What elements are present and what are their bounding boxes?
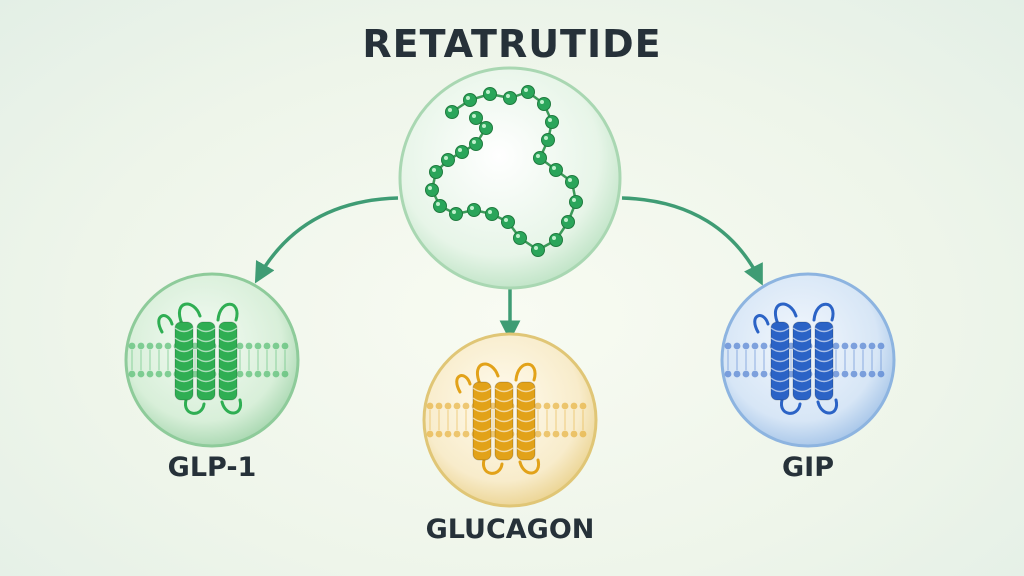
glucagon-label: GLUCAGON (425, 514, 595, 545)
glp1-receptor-icon (128, 302, 289, 415)
gip-label: GIP (782, 452, 834, 483)
peptide-circle (398, 66, 622, 290)
arrow-to-gip (621, 196, 763, 286)
glucagon-receptor-icon (426, 362, 587, 475)
title: RETATRUTIDE (362, 22, 662, 66)
arrow-to-glp1 (254, 196, 399, 284)
glp1-label: GLP-1 (167, 452, 257, 483)
gip-receptor-icon (724, 302, 885, 415)
peptide-chain-icon (425, 85, 583, 257)
